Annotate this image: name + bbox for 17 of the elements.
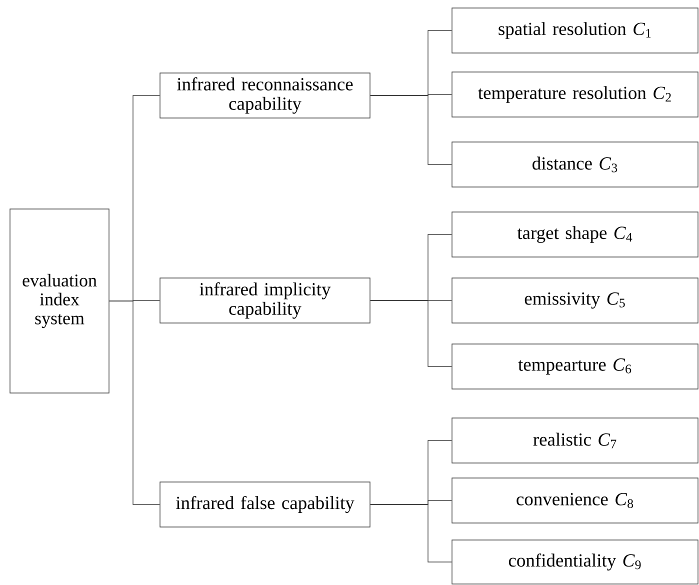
indicator-box: emissivity C$_{5}$ (452, 278, 698, 324)
indicator-box: convenience C$_{8}$ (452, 478, 698, 524)
category-box: infrared reconnaissance capability (160, 72, 370, 118)
root-box: evaluation index system (10, 208, 110, 394)
connector-line (370, 95, 452, 165)
connector-line (370, 300, 452, 367)
category-box: infrared false capability (160, 482, 370, 528)
indicator-box: temperature resolution C$_{2}$ (452, 72, 698, 118)
indicator-box: tempearture C$_{6}$ (452, 344, 698, 390)
indicator-box: realistic C$_{7}$ (452, 418, 698, 464)
connector-line (370, 504, 452, 562)
indicator-box: target shape C$_{4}$ (452, 212, 698, 258)
connector-line (109, 300, 160, 505)
indicator-box: confidentiality C$_{9}$ (452, 540, 698, 584)
indicator-box: spatial resolution C$_{1}$ (452, 8, 698, 54)
category-box: infrared implicity capability (160, 278, 370, 324)
indicator-box: distance C$_{3}$ (452, 142, 698, 188)
